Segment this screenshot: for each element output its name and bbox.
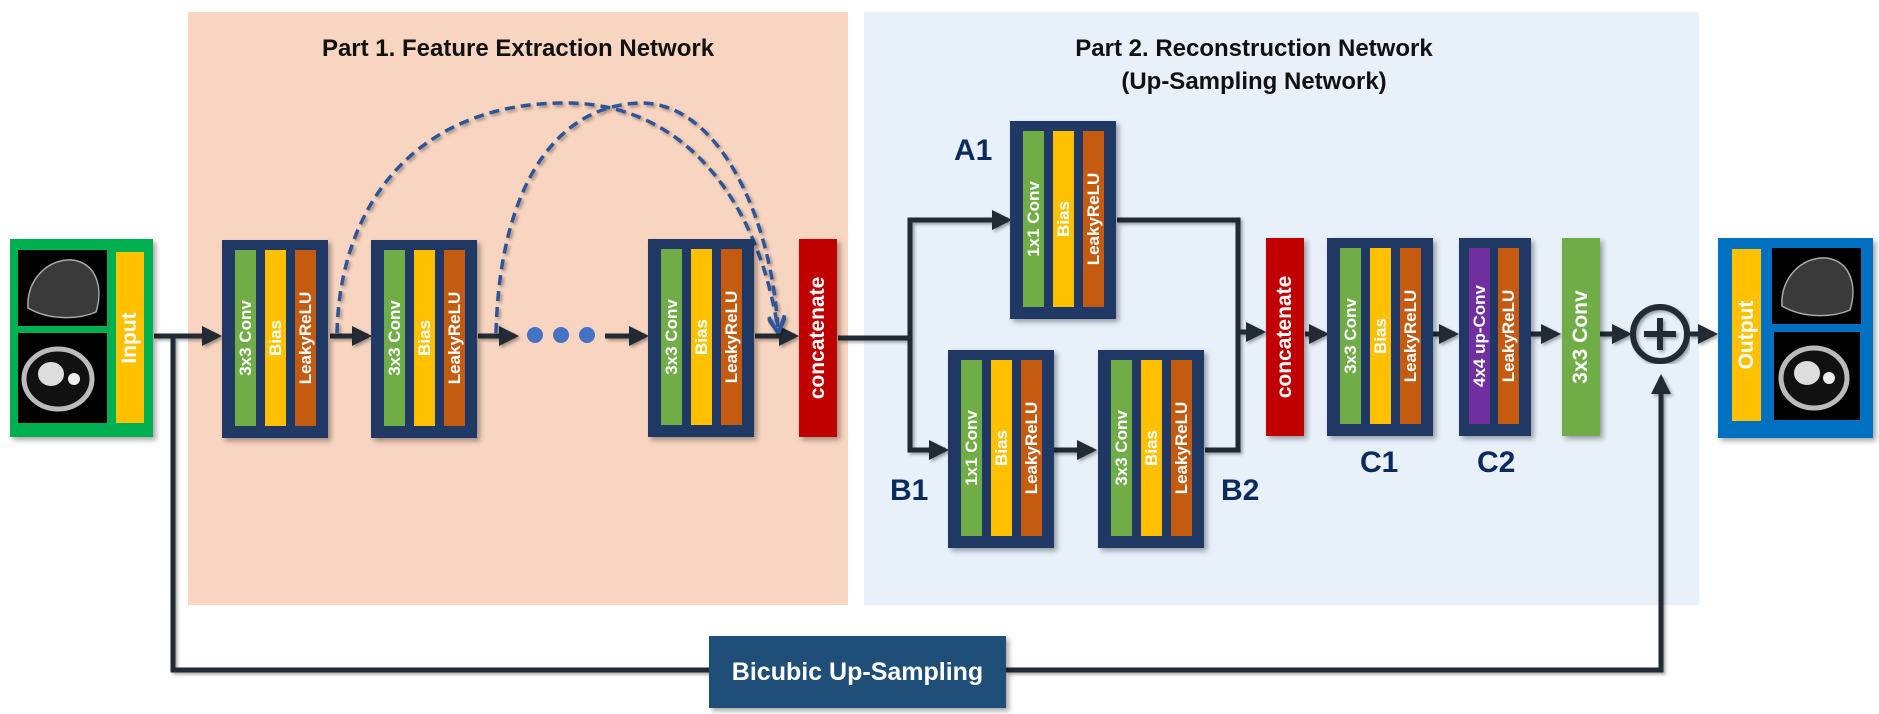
part2-title-line1: Part 2. Reconstruction Network <box>1075 35 1433 62</box>
block-B2: 3x3 Conv Bias LeakyReLU <box>1098 350 1204 548</box>
label-B2: B2 <box>1221 474 1260 507</box>
conv-layer-label: 1x1 Conv <box>961 410 981 486</box>
fe-block-1: 3x3 Conv Bias LeakyReLU <box>222 240 328 438</box>
bias-layer: Bias <box>991 360 1012 536</box>
label-A1: A1 <box>954 134 993 167</box>
conv-layer-label: 3x3 Conv <box>384 300 404 376</box>
label-B1: B1 <box>890 474 929 507</box>
leakyrelu-layer: LeakyReLU <box>1400 248 1421 424</box>
concatenate-2: concatenate <box>1266 238 1304 436</box>
leakyrelu-layer: LeakyReLU <box>444 250 465 426</box>
final-conv-label: 3x3 Conv <box>1569 290 1592 384</box>
bias-layer-label: Bias <box>991 430 1011 466</box>
output-ct-lung-image <box>1772 248 1861 324</box>
part2-title: Part 2. Reconstruction Network (Up-Sampl… <box>864 32 1644 98</box>
leakyrelu-layer-label: LeakyReLU <box>1083 172 1103 266</box>
input-label-bar: Input <box>116 252 144 423</box>
input-panel: Input <box>10 239 153 437</box>
bias-layer-label: Bias <box>1370 318 1390 354</box>
input-ct-chest-image <box>18 333 107 423</box>
dot <box>553 327 569 343</box>
conv-layer: 3x3 Conv <box>384 250 405 426</box>
output-label-bar: Output <box>1732 249 1761 421</box>
arrow-split-to-B1 <box>907 338 949 460</box>
leakyrelu-layer: LeakyReLU <box>1498 248 1519 424</box>
concatenate-1: concatenate <box>799 239 837 437</box>
fe-block-n: 3x3 Conv Bias LeakyReLU <box>648 239 754 437</box>
dot <box>527 327 543 343</box>
leakyrelu-layer: LeakyReLU <box>721 249 742 425</box>
conv-layer-label: 3x3 Conv <box>1111 410 1131 486</box>
part1-title: Part 1. Feature Extraction Network <box>321 35 715 62</box>
leakyrelu-layer: LeakyReLU <box>1021 360 1042 536</box>
leakyrelu-layer-label: LeakyReLU <box>444 291 464 385</box>
input-label: Input <box>118 311 141 364</box>
leakyrelu-layer-label: LeakyReLU <box>1171 401 1191 495</box>
bicubic-upsampling-box: Bicubic Up-Sampling <box>709 636 1006 708</box>
line-skip-down <box>170 336 709 673</box>
input-ct-lung-image <box>18 250 107 326</box>
leakyrelu-layer: LeakyReLU <box>1083 131 1104 307</box>
conv-layer-label: 3x3 Conv <box>235 300 255 376</box>
leakyrelu-layer-label: LeakyReLU <box>1400 289 1420 383</box>
bias-layer: Bias <box>1053 131 1074 307</box>
final-conv: 3x3 Conv <box>1562 238 1600 436</box>
leakyrelu-layer-label: LeakyReLU <box>721 290 741 384</box>
bias-layer: Bias <box>691 249 712 425</box>
bias-layer-label: Bias <box>691 319 711 355</box>
line-A1-to-concat2 <box>1117 217 1266 342</box>
up-conv-layer-label: 4x4 up-Conv <box>1469 284 1489 388</box>
output-panel: Output <box>1718 238 1873 438</box>
arrow-split-to-A1 <box>907 210 1012 338</box>
leakyrelu-layer: LeakyReLU <box>295 250 316 426</box>
conv-layer-label: 3x3 Conv <box>1340 298 1360 374</box>
concatenate-1-label: concatenate <box>806 276 829 400</box>
bias-layer: Bias <box>414 250 435 426</box>
conv-layer-label: 1x1 Conv <box>1023 181 1043 257</box>
block-C1: 3x3 Conv Bias LeakyReLU <box>1327 238 1433 436</box>
conv-layer: 3x3 Conv <box>1340 248 1361 424</box>
block-B1: 1x1 Conv Bias LeakyReLU <box>948 350 1054 548</box>
conv-layer: 3x3 Conv <box>1111 360 1132 536</box>
conv-layer: 3x3 Conv <box>235 250 256 426</box>
block-C2: 4x4 up-Conv LeakyReLU <box>1459 238 1531 436</box>
leakyrelu-layer-label: LeakyReLU <box>1021 401 1041 495</box>
conv-layer: 1x1 Conv <box>961 360 982 536</box>
label-C2: C2 <box>1477 446 1516 479</box>
bias-layer-label: Bias <box>414 320 434 356</box>
bias-layer: Bias <box>1141 360 1162 536</box>
dashed-skip-2 <box>494 101 778 333</box>
bias-layer-label: Bias <box>265 320 285 356</box>
bias-layer: Bias <box>1370 248 1391 424</box>
part2-title-line2: (Up-Sampling Network) <box>1121 68 1387 95</box>
leakyrelu-layer-label: LeakyReLU <box>1498 289 1518 383</box>
output-label: Output <box>1734 300 1758 370</box>
block-A1: 1x1 Conv Bias LeakyReLU <box>1010 121 1116 319</box>
dashed-skip-1 <box>335 101 778 333</box>
bias-layer: Bias <box>265 250 286 426</box>
conv-layer-label: 3x3 Conv <box>661 299 681 375</box>
fe-block-2: 3x3 Conv Bias LeakyReLU <box>371 240 477 438</box>
line-B2-to-concat2 <box>1205 332 1241 453</box>
conv-layer: 1x1 Conv <box>1023 131 1044 307</box>
leakyrelu-layer: LeakyReLU <box>1171 360 1192 536</box>
sum-node <box>1630 304 1690 364</box>
output-ct-chest-image <box>1774 332 1860 420</box>
bias-layer-label: Bias <box>1053 201 1073 237</box>
concatenate-2-label: concatenate <box>1273 275 1296 399</box>
label-C1: C1 <box>1360 446 1399 479</box>
conv-layer: 3x3 Conv <box>661 249 682 425</box>
ellipsis-dots <box>527 327 595 343</box>
dot <box>579 327 595 343</box>
bias-layer-label: Bias <box>1141 430 1161 466</box>
leakyrelu-layer-label: LeakyReLU <box>295 291 315 385</box>
up-conv-layer: 4x4 up-Conv <box>1469 248 1490 424</box>
arrow-skip-to-sum <box>1006 374 1671 673</box>
